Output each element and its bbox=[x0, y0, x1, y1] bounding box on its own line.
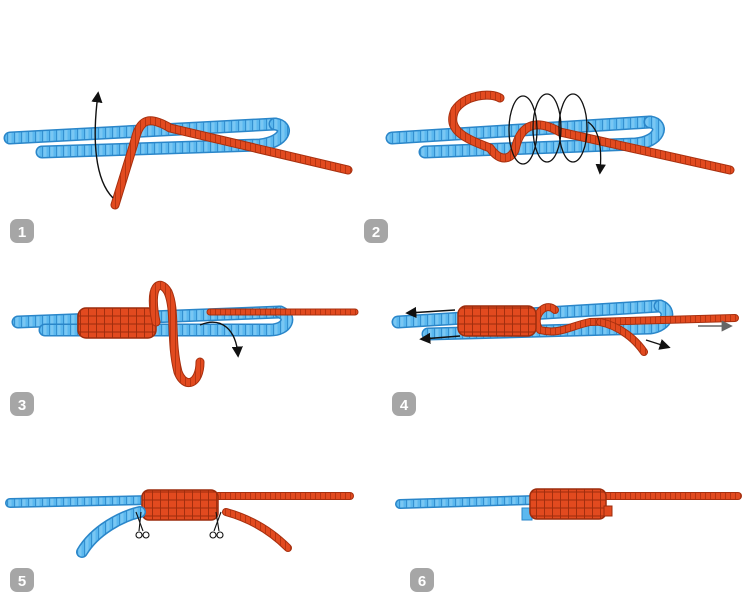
arrow-icon bbox=[405, 306, 456, 319]
arrow-icon bbox=[91, 91, 114, 199]
step-6-panel bbox=[395, 488, 742, 521]
arrow-icon bbox=[419, 332, 461, 344]
step-number: 6 bbox=[418, 573, 426, 590]
step-1-panel bbox=[3, 91, 353, 210]
step-badge-3: 3 bbox=[10, 392, 34, 416]
step-badge-2: 2 bbox=[364, 219, 388, 243]
step-badge-1: 1 bbox=[10, 219, 34, 243]
scissors-icon bbox=[209, 511, 224, 539]
step-number: 1 bbox=[18, 224, 26, 241]
step-5-panel bbox=[5, 489, 354, 558]
step-badge-6: 6 bbox=[410, 568, 434, 592]
step-number: 3 bbox=[18, 397, 26, 414]
arrow-icon bbox=[199, 321, 243, 358]
arrow-icon bbox=[645, 339, 671, 350]
step-3-panel bbox=[11, 280, 359, 387]
step-4-panel bbox=[391, 299, 739, 356]
step-badge-5: 5 bbox=[10, 568, 34, 592]
wrap-arrow bbox=[508, 93, 606, 175]
step-badge-4: 4 bbox=[392, 392, 416, 416]
step-number: 2 bbox=[372, 224, 380, 241]
step-number: 5 bbox=[18, 573, 26, 590]
scissors-icon bbox=[135, 511, 150, 539]
step-2-panel bbox=[385, 90, 735, 175]
step-number: 4 bbox=[400, 397, 409, 414]
